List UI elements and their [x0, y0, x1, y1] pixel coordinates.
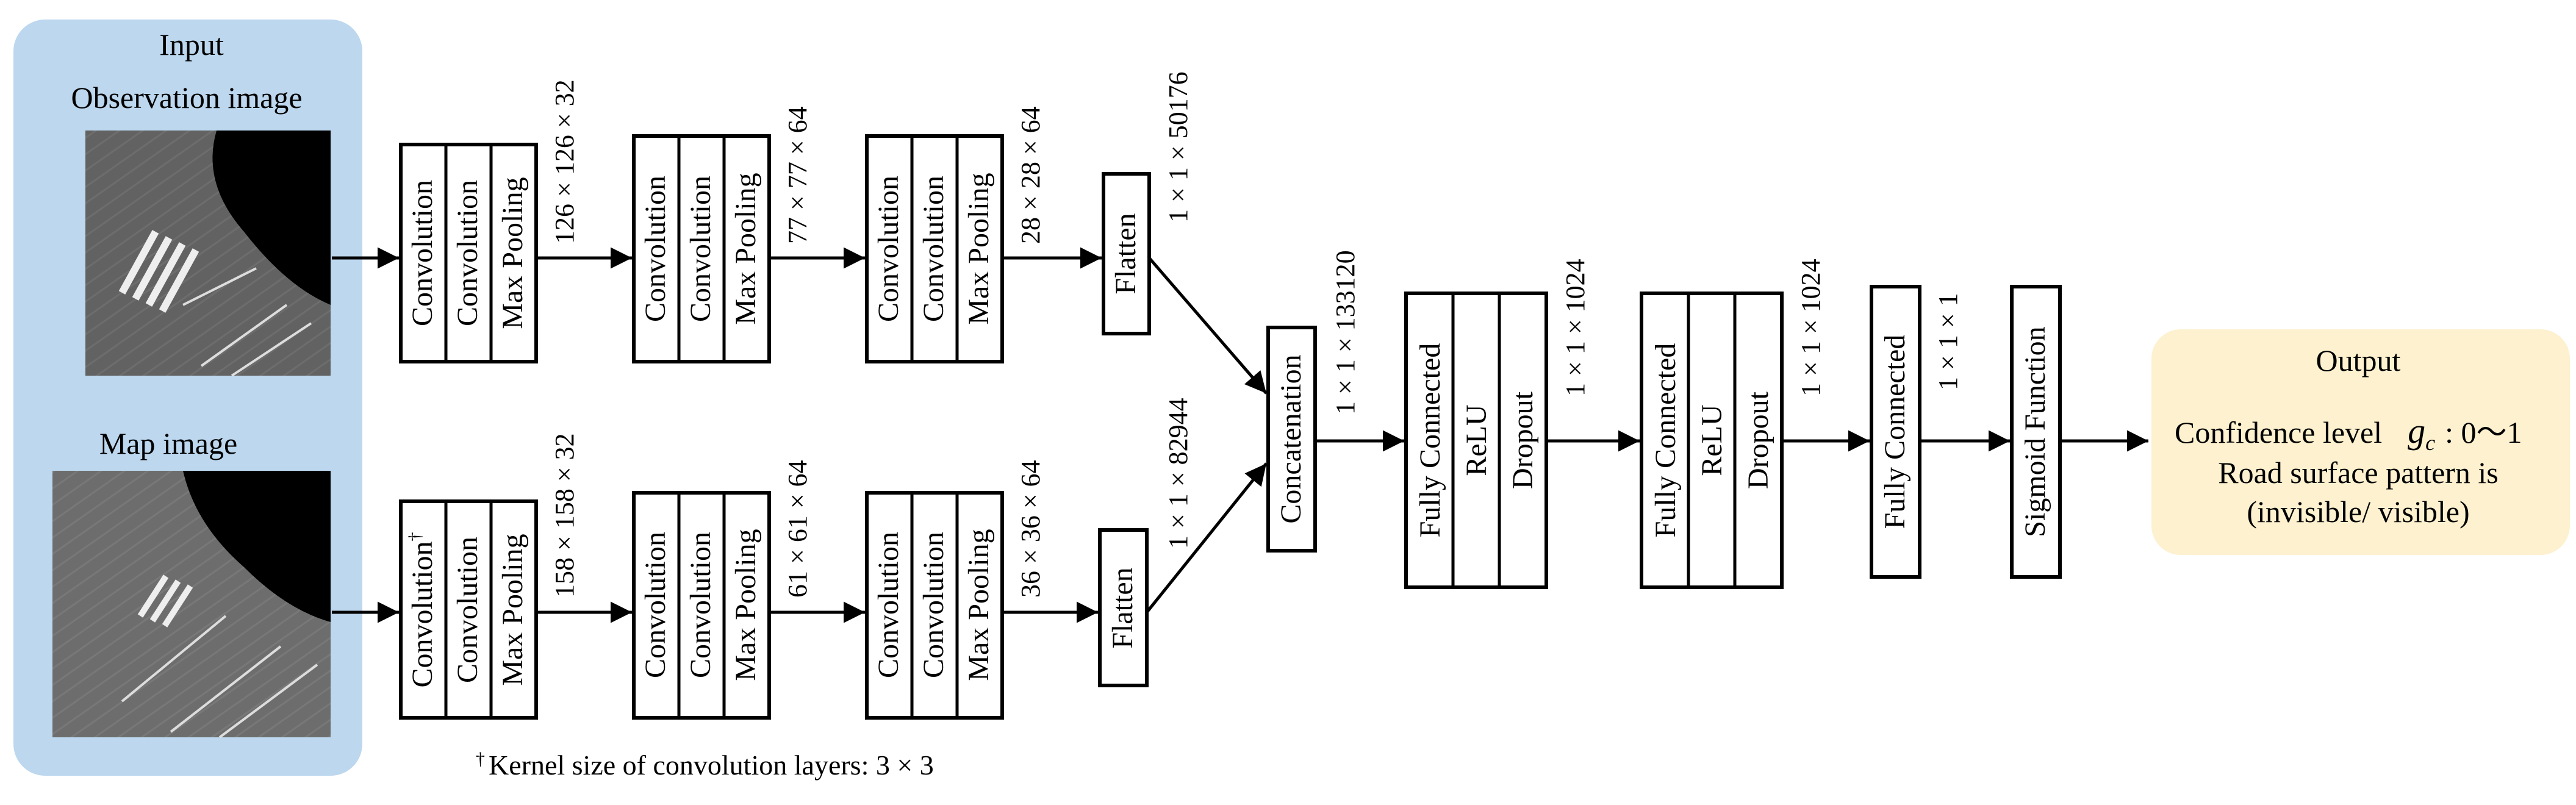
layer-label: Dropout [1742, 391, 1774, 489]
bottom-conv-block-3: Convolution Convolution Max Pooling [865, 491, 1004, 720]
dim-label: 1 × 1 × 133120 [1330, 250, 1360, 415]
sigmoid-label: Sigmoid Function [2019, 326, 2051, 537]
arrow-top-to-concat [1148, 257, 1268, 395]
bottom-conv-block-1: Convolution† Convolution Max Pooling [399, 499, 538, 720]
dim-label: 1 × 1 × 50176 [1163, 71, 1193, 223]
layer-label: Convolution [451, 537, 484, 683]
arrow-bottom-to-concat [1146, 462, 1268, 614]
concatenation-block: Concatenation [1266, 326, 1317, 553]
observation-image-label: Observation image [71, 80, 302, 115]
layer-label: ReLU [1460, 404, 1493, 476]
flatten-label: Flatten [1107, 567, 1139, 648]
layer-label: Max Pooling [730, 173, 762, 324]
dim-label: 126 × 126 × 32 [550, 79, 579, 244]
layer-label: Convolution [917, 532, 950, 678]
output-line-3: (invisible/ visible) [2247, 495, 2469, 529]
fc-block-2: Fully Connected ReLU Dropout [1640, 292, 1784, 589]
layer-label: Convolution [872, 532, 905, 678]
layer-label: Convolution [872, 176, 905, 322]
bottom-conv-block-2: Convolution Convolution Max Pooling [632, 491, 771, 720]
top-conv-block-3: Convolution Convolution Max Pooling [865, 134, 1004, 363]
dim-label: 28 × 28 × 64 [1016, 106, 1046, 244]
layer-label: ReLU [1696, 404, 1728, 476]
layer-label: Fully Connected [1414, 343, 1446, 538]
output-line-2: Road surface pattern is [2218, 456, 2499, 490]
observation-image [85, 131, 331, 377]
layer-label: Dropout [1507, 391, 1539, 489]
output-panel [2151, 329, 2570, 555]
dim-label: 61 × 61 × 64 [783, 460, 813, 598]
dim-label: 158 × 158 × 32 [550, 433, 579, 598]
layer-label: Convolution [684, 176, 717, 322]
footnote: †Kernel size of convolution layers: 3 × … [476, 749, 934, 781]
layer-label: Fully Connected [1649, 343, 1682, 538]
layer-label: Max Pooling [497, 534, 529, 685]
layer-label: Fully Connected [1879, 335, 1911, 529]
fc-block-1: Fully Connected ReLU Dropout [1404, 292, 1548, 589]
fc-block-3: Fully Connected [1870, 285, 1921, 579]
bottom-flatten: Flatten [1098, 528, 1149, 687]
concatenation-label: Concatenation [1275, 354, 1307, 523]
layer-label: Convolution [406, 180, 439, 326]
sigmoid-block: Sigmoid Function [2010, 285, 2062, 579]
map-image-label: Map image [99, 426, 237, 460]
layer-label: Max Pooling [963, 173, 995, 324]
dim-label: 1 × 1 × 1 [1933, 293, 1963, 390]
flatten-label: Flatten [1110, 213, 1142, 294]
top-conv-block-1: Convolution Convolution Max Pooling [399, 143, 538, 363]
layer-label: Convolution† [405, 532, 439, 687]
map-image [52, 471, 331, 739]
layer-label: Max Pooling [730, 529, 762, 681]
dim-label: 1 × 1 × 82944 [1163, 398, 1193, 549]
layer-label: Convolution [917, 176, 950, 322]
dim-label: 1 × 1 × 1024 [1796, 259, 1826, 396]
layer-label: Max Pooling [963, 529, 995, 681]
layer-label: Convolution [684, 532, 717, 678]
layer-label: Convolution [639, 176, 672, 322]
input-title: Input [159, 27, 224, 62]
layer-label: Convolution [639, 532, 672, 678]
layer-label: Max Pooling [497, 177, 529, 329]
dim-label: 1 × 1 × 1024 [1560, 259, 1590, 396]
top-flatten: Flatten [1102, 172, 1151, 335]
output-title: Output [2316, 343, 2401, 377]
top-conv-block-2: Convolution Convolution Max Pooling [632, 134, 771, 363]
layer-label: Convolution [451, 180, 484, 326]
dim-label: 36 × 36 × 64 [1016, 460, 1046, 598]
dim-label: 77 × 77 × 64 [783, 106, 813, 244]
